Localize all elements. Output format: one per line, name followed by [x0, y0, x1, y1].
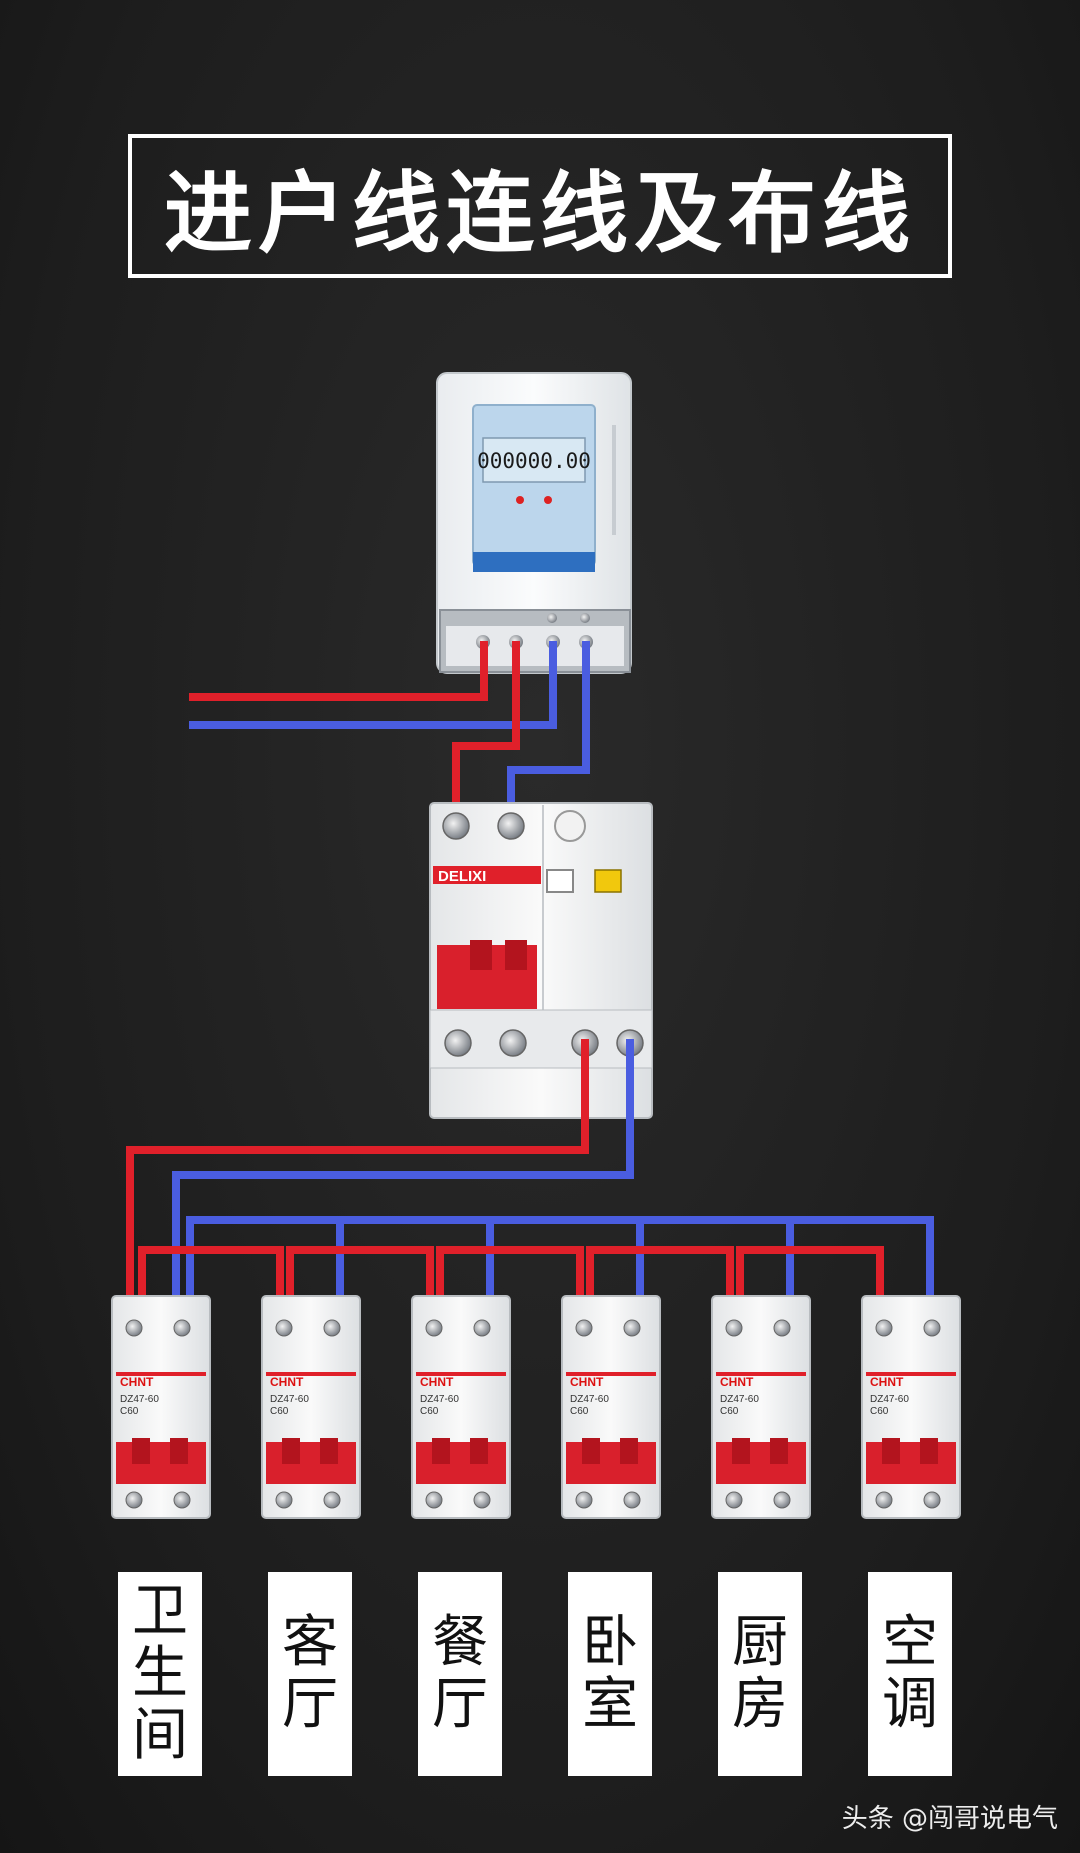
- branch-handle: [716, 1442, 806, 1484]
- branch-rating: C60: [570, 1406, 589, 1417]
- main-breaker: DELIXI: [429, 802, 653, 1119]
- electric-meter: 000000.00: [436, 372, 632, 674]
- room-label-5: 空调: [868, 1572, 952, 1776]
- branch-model: DZ47-60: [270, 1394, 309, 1405]
- watermark: 头条 @闯哥说电气: [841, 1804, 1058, 1834]
- room-label-text: 客厅: [282, 1610, 338, 1737]
- room-label-1: 客厅: [268, 1572, 352, 1776]
- branch-model: DZ47-60: [720, 1394, 759, 1405]
- branch-model: DZ47-60: [570, 1394, 609, 1405]
- branch-breakers: CHNTDZ47-60C60CHNTDZ47-60C60CHNTDZ47-60C…: [111, 1295, 961, 1519]
- branch-handle: [416, 1442, 506, 1484]
- meter-neutral-out-wire: [507, 641, 590, 826]
- incoming-live-wire: [189, 641, 488, 701]
- incoming-neutral-wire: [189, 641, 557, 729]
- branch-model: DZ47-60: [120, 1394, 159, 1405]
- room-label-0: 卫生间: [118, 1572, 202, 1776]
- branch-rating: C60: [420, 1406, 439, 1417]
- test-button: [594, 869, 622, 893]
- room-label-text: 厨房: [732, 1610, 788, 1737]
- branch-brand: CHNT: [120, 1375, 154, 1389]
- branch-handle: [866, 1442, 956, 1484]
- room-label-3: 卧室: [568, 1572, 652, 1776]
- meter-panel: [472, 404, 596, 566]
- meter-lcd: [482, 437, 586, 483]
- branch-handle: [266, 1442, 356, 1484]
- branch-handle: [566, 1442, 656, 1484]
- branch-model: DZ47-60: [870, 1394, 909, 1405]
- branch-rating: C60: [270, 1406, 289, 1417]
- supply-wires: [189, 641, 590, 826]
- distribution-wires: [126, 1039, 934, 1322]
- room-label-text: 卫生间: [132, 1579, 188, 1768]
- branch-brand: CHNT: [270, 1375, 304, 1389]
- room-label-text: 空调: [882, 1610, 938, 1737]
- branch-brand: CHNT: [870, 1375, 904, 1389]
- branch-brand: CHNT: [570, 1375, 604, 1389]
- meter-reading: 000000.00: [477, 449, 591, 473]
- main-breaker-brand: DELIXI: [438, 868, 486, 885]
- room-label-2: 餐厅: [418, 1572, 502, 1776]
- branch-rating: C60: [720, 1406, 739, 1417]
- room-label-text: 餐厅: [432, 1610, 488, 1737]
- page-title: 进户线连线及布线: [163, 161, 916, 265]
- branch-model: DZ47-60: [420, 1394, 459, 1405]
- branch-rating: C60: [870, 1406, 889, 1417]
- branch-handle: [116, 1442, 206, 1484]
- room-label-text: 卧室: [582, 1610, 638, 1737]
- title-box: 进户线连线及布线: [128, 134, 952, 278]
- meter-live-out-wire: [452, 641, 520, 826]
- branch-rating: C60: [120, 1406, 139, 1417]
- main-live-feed: [126, 1039, 589, 1322]
- branch-brand: CHNT: [720, 1375, 754, 1389]
- room-label-4: 厨房: [718, 1572, 802, 1776]
- reset-button: [546, 869, 574, 893]
- branch-brand: CHNT: [420, 1375, 454, 1389]
